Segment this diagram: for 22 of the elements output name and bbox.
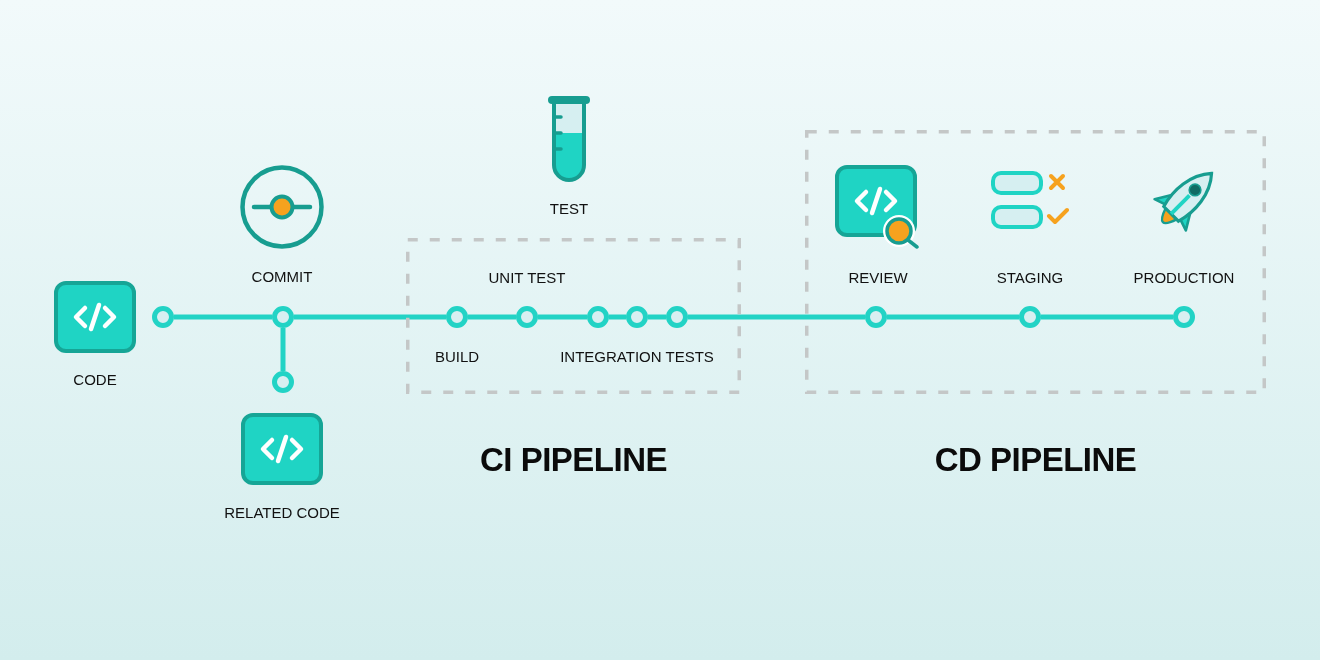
- connector-line: [294, 314, 446, 320]
- step-label: BUILD: [434, 348, 480, 366]
- step-label: UNIT TEST: [488, 269, 566, 287]
- group-heading: CI PIPELINE: [479, 440, 667, 480]
- connector-line: [1041, 314, 1173, 320]
- node-label: STAGING: [996, 269, 1064, 287]
- node-label: CODE: [73, 371, 117, 389]
- step-label: INTEGRATION TESTS: [560, 348, 714, 366]
- connector-line: [468, 314, 516, 320]
- node-label: PRODUCTION: [1133, 269, 1235, 287]
- connector-line: [538, 314, 587, 320]
- group-heading: CD PIPELINE: [934, 440, 1137, 480]
- node-label: COMMIT: [251, 268, 313, 286]
- node-label: TEST: [549, 200, 589, 218]
- node-label: RELATED CODE: [224, 504, 340, 522]
- connector-line: [688, 314, 865, 320]
- connector-line: [887, 314, 1019, 320]
- connector-line: [648, 314, 666, 320]
- node-label: REVIEW: [848, 269, 908, 287]
- connector-line: [174, 314, 272, 320]
- connector-line: [609, 314, 626, 320]
- connector-line: [280, 328, 286, 371]
